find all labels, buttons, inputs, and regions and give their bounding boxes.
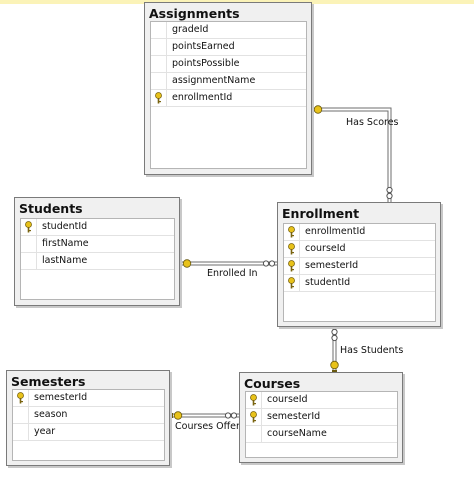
table-title: Enrollment <box>282 206 360 221</box>
primary-key-icon <box>250 394 257 406</box>
column-row[interactable]: pointsPossible <box>151 56 306 73</box>
students-table[interactable]: Students studentId firstName lastName <box>14 197 180 306</box>
column-name: pointsEarned <box>172 41 235 52</box>
column-row[interactable]: season <box>13 407 164 424</box>
enrollment-columns: enrollmentId courseId semesterId student… <box>283 223 436 322</box>
assignments-columns: gradeId pointsEarned pointsPossible assi… <box>150 21 307 169</box>
key-endpoint-marker <box>170 105 339 420</box>
table-title: Assignments <box>149 6 240 21</box>
semesters-columns: semesterId season year <box>12 389 165 461</box>
column-name: courseId <box>305 243 346 254</box>
many-endpoint-marker <box>224 186 393 419</box>
enrollment-table[interactable]: Enrollment enrollmentId courseId semeste… <box>277 202 441 327</box>
courses-offered-label: Courses Offered <box>175 421 252 432</box>
column-name: semesterId <box>34 392 88 403</box>
column-row[interactable]: courseId <box>246 392 397 409</box>
column-row[interactable]: semesterId <box>246 409 397 426</box>
column-row[interactable]: year <box>13 424 164 441</box>
column-name: enrollmentId <box>172 92 233 103</box>
column-name: studentId <box>305 277 351 288</box>
column-name: pointsPossible <box>172 58 240 69</box>
column-name: semesterId <box>305 260 359 271</box>
column-name: lastName <box>42 255 88 266</box>
primary-key-icon <box>155 92 162 104</box>
courses-table[interactable]: Courses courseId semesterId courseName <box>239 372 403 463</box>
column-name: gradeId <box>172 24 209 35</box>
column-name: courseId <box>267 394 308 405</box>
courses-columns: courseId semesterId courseName <box>245 391 398 458</box>
primary-key-icon <box>250 411 257 423</box>
column-row[interactable]: firstName <box>21 236 174 253</box>
column-row[interactable]: courseId <box>284 241 435 258</box>
column-row[interactable]: semesterId <box>13 390 164 407</box>
primary-key-icon <box>17 392 24 404</box>
semesters-table[interactable]: Semesters semesterId season year <box>6 370 170 466</box>
column-name: season <box>34 409 68 420</box>
primary-key-icon <box>25 221 32 233</box>
column-row[interactable]: courseName <box>246 426 397 443</box>
enrolled-in-label: Enrolled In <box>207 268 258 279</box>
column-row[interactable]: semesterId <box>284 258 435 275</box>
column-row[interactable]: lastName <box>21 253 174 270</box>
has-scores-label: Has Scores <box>346 117 399 128</box>
has-scores-line <box>311 107 392 202</box>
primary-key-icon <box>288 243 295 255</box>
column-name: studentId <box>42 221 88 232</box>
column-name: year <box>34 426 56 437</box>
assignments-table[interactable]: Assignments gradeId pointsEarned pointsP… <box>144 2 312 175</box>
table-title: Semesters <box>11 374 86 389</box>
primary-key-icon <box>288 260 295 272</box>
column-name: courseName <box>267 428 327 439</box>
column-name: firstName <box>42 238 89 249</box>
primary-key-icon <box>288 226 295 238</box>
column-row[interactable]: pointsEarned <box>151 39 306 56</box>
column-row[interactable]: gradeId <box>151 22 306 39</box>
column-row[interactable]: enrollmentId <box>151 90 306 107</box>
column-row[interactable]: studentId <box>21 219 174 236</box>
column-name: enrollmentId <box>305 226 366 237</box>
students-columns: studentId firstName lastName <box>20 218 175 300</box>
column-row[interactable]: studentId <box>284 275 435 292</box>
has-students-label: Has Students <box>340 345 404 356</box>
column-name: assignmentName <box>172 75 256 86</box>
table-title: Courses <box>244 376 301 391</box>
table-title: Students <box>19 201 83 216</box>
column-row[interactable]: enrollmentId <box>284 224 435 241</box>
column-name: semesterId <box>267 411 321 422</box>
column-row[interactable]: assignmentName <box>151 73 306 90</box>
primary-key-icon <box>288 277 295 289</box>
